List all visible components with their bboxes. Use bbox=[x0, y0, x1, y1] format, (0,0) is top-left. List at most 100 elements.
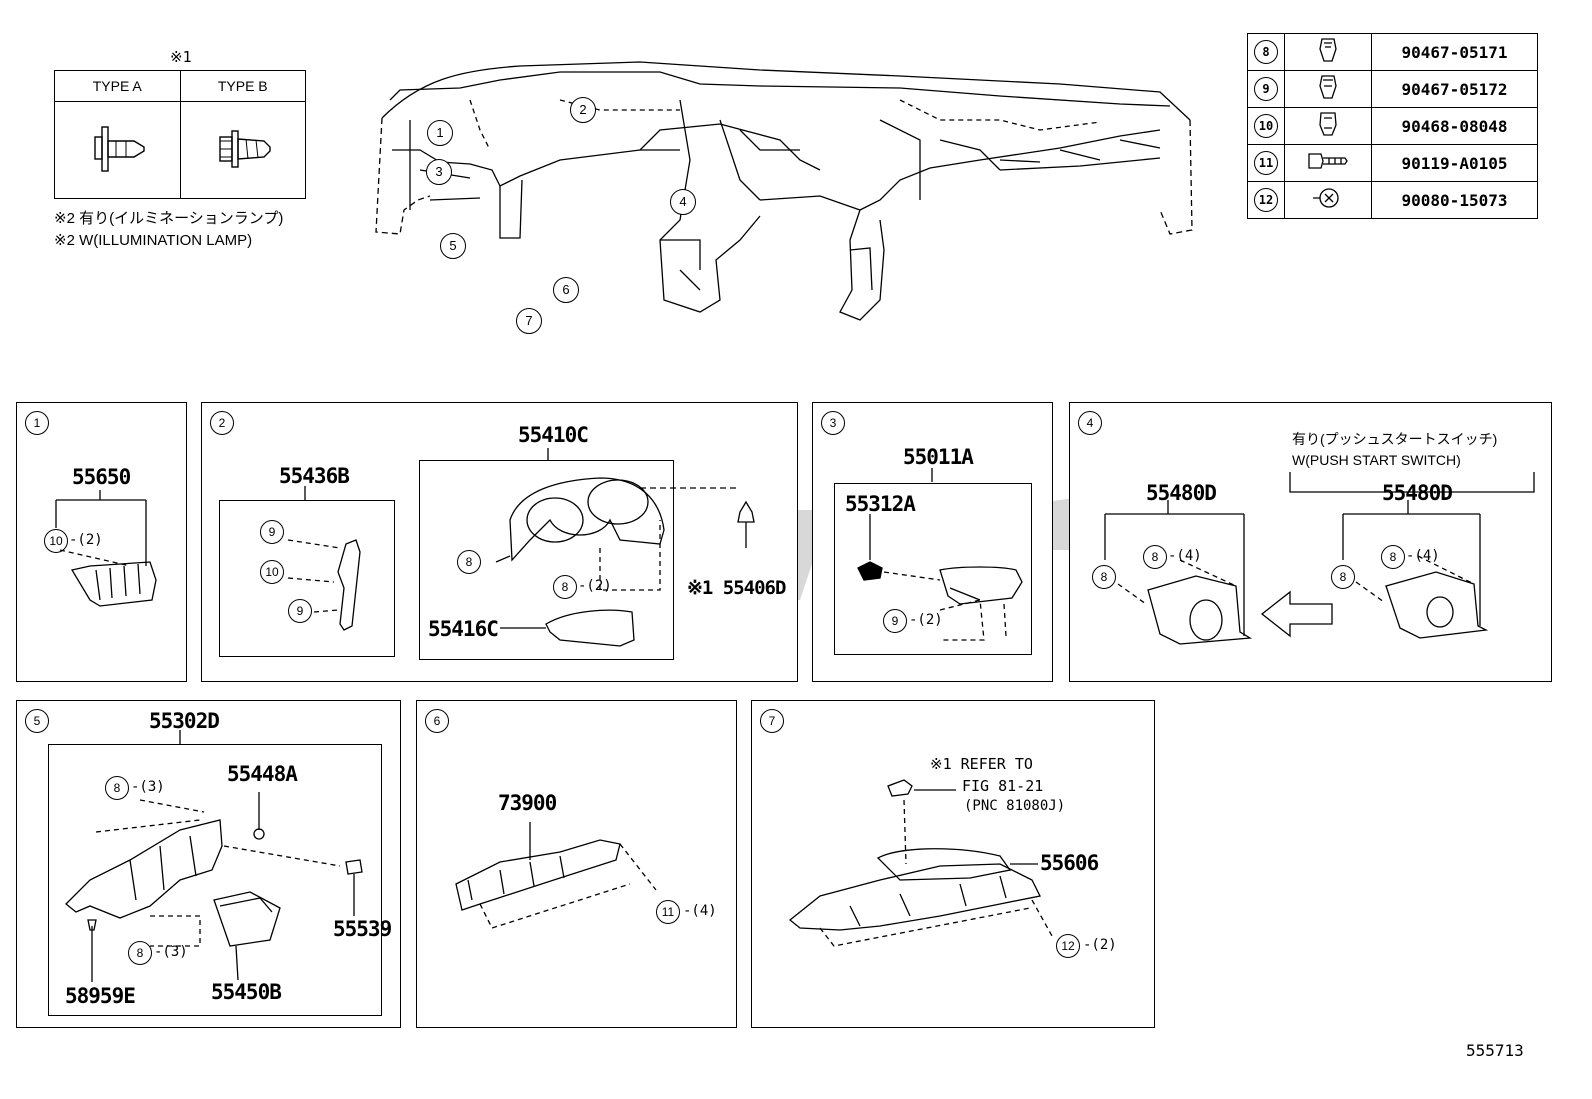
overview-callout-6: 6 bbox=[553, 277, 579, 303]
part-number-55011A: 55011A bbox=[903, 445, 974, 469]
callout-8: 8 bbox=[1381, 545, 1405, 569]
bolt-icon bbox=[1308, 153, 1348, 169]
panel-1: 1 55650 10 -(2) bbox=[16, 402, 187, 682]
part-number-55480D: 55480D bbox=[1382, 481, 1453, 505]
fastener-part: 90119-A0105 bbox=[1371, 144, 1538, 182]
bracket-subbox bbox=[219, 500, 395, 657]
type-a-clip-cell bbox=[54, 101, 181, 199]
callout-8: 8 bbox=[105, 776, 129, 800]
fastener-row: 10 90468-08048 bbox=[1247, 107, 1538, 145]
callout-8: 8 bbox=[457, 550, 481, 574]
push-clip-a-icon bbox=[94, 125, 145, 172]
overview-callout-3: 3 bbox=[426, 159, 452, 185]
callout-9: 9 bbox=[288, 599, 312, 623]
overview-callout-5: 5 bbox=[440, 233, 466, 259]
part-number-55448A: 55448A bbox=[227, 762, 298, 786]
overview-callout-7: 7 bbox=[516, 308, 542, 334]
panel-5: 5 55302D 55448A 8 -(3) 55539 8 -(3) 5895… bbox=[16, 700, 401, 1028]
panel-3: 3 55011A 55312A 9 -(2) bbox=[812, 402, 1053, 682]
overview-callout-2: 2 bbox=[570, 97, 596, 123]
quantity: -(3) bbox=[154, 944, 188, 960]
clip-icon bbox=[1319, 112, 1337, 136]
type-b-header: TYPE B bbox=[179, 70, 306, 102]
panel-number: 1 bbox=[25, 411, 49, 435]
push-clip-b-icon bbox=[219, 129, 271, 168]
type-a-header: TYPE A bbox=[54, 70, 181, 102]
part-number-55416C: 55416C bbox=[428, 617, 499, 641]
part-number-58959E: 58959E bbox=[65, 984, 136, 1008]
push-start-note-jp: 有り(プッシュスタートスイッチ) bbox=[1292, 431, 1498, 447]
part-number-55436B: 55436B bbox=[279, 464, 350, 488]
fastener-ref: 8 bbox=[1254, 40, 1278, 64]
panel-number: 6 bbox=[425, 709, 449, 733]
part-number-55406D: ※1 55406D bbox=[687, 577, 786, 599]
callout-8: 8 bbox=[128, 941, 152, 965]
type-table: TYPE A TYPE B bbox=[54, 70, 306, 199]
types-note-mark: ※1 bbox=[170, 48, 192, 66]
callout-10: 10 bbox=[260, 560, 284, 584]
callout-8: 8 bbox=[553, 575, 577, 599]
fastener-ref: 10 bbox=[1254, 114, 1278, 138]
quantity: -(4) bbox=[1406, 548, 1440, 564]
fastener-part: 90467-05172 bbox=[1371, 70, 1538, 108]
part-number-55480D: 55480D bbox=[1146, 481, 1217, 505]
callout-8: 8 bbox=[1331, 565, 1355, 589]
panel-number: 2 bbox=[210, 411, 234, 435]
panel-2: 2 55410C 55436B 9 10 9 8 8 -(2) ※1 55406… bbox=[201, 402, 798, 682]
callout-8: 8 bbox=[1143, 545, 1167, 569]
quantity: -(4) bbox=[1168, 548, 1202, 564]
callout-10: 10 bbox=[44, 529, 68, 553]
fastener-row: 11 90119-A0105 bbox=[1247, 144, 1538, 182]
part-number-55410C: 55410C bbox=[518, 423, 589, 447]
quantity: -(2) bbox=[1083, 937, 1117, 953]
panel-4: 4 有り(プッシュスタートスイッチ) W(PUSH START SWITCH) … bbox=[1069, 402, 1552, 682]
illumination-note-jp: ※2 有り(イルミネーションランプ) bbox=[54, 210, 284, 227]
push-start-note-en: W(PUSH START SWITCH) bbox=[1292, 452, 1461, 468]
refer-note-line3: (PNC 81080J) bbox=[964, 798, 1066, 814]
panel-number: 7 bbox=[760, 709, 784, 733]
quantity: -(2) bbox=[578, 578, 612, 594]
panel-number: 3 bbox=[821, 411, 845, 435]
part-number-55302D: 55302D bbox=[149, 709, 220, 733]
clip-icon bbox=[1319, 75, 1337, 99]
callout-11: 11 bbox=[656, 900, 680, 924]
quantity: -(2) bbox=[69, 532, 103, 548]
fastener-table: 8 90467-05171 9 90467-05172 10 90468-080… bbox=[1247, 33, 1538, 219]
quantity: -(2) bbox=[909, 612, 943, 628]
part-number-55312A: 55312A bbox=[845, 492, 916, 516]
callout-12: 12 bbox=[1056, 934, 1080, 958]
refer-note-line2: FIG 81-21 bbox=[962, 777, 1044, 795]
part-number-55606: 55606 bbox=[1040, 851, 1099, 875]
type-b-clip-cell bbox=[179, 101, 306, 199]
fastener-part: 90467-05171 bbox=[1371, 33, 1538, 71]
subbox bbox=[48, 744, 382, 1016]
refer-note-line1: ※1 REFER TO bbox=[930, 755, 1033, 773]
overview-callout-1: 1 bbox=[427, 120, 453, 146]
panel-number: 5 bbox=[25, 709, 49, 733]
fastener-ref: 11 bbox=[1254, 151, 1278, 175]
overview-callout-4: 4 bbox=[670, 189, 696, 215]
figure-code: 555713 bbox=[1466, 1041, 1524, 1060]
fastener-row: 8 90467-05171 bbox=[1247, 33, 1538, 71]
quantity: -(4) bbox=[683, 903, 717, 919]
callout-9: 9 bbox=[883, 609, 907, 633]
clip-icon bbox=[1319, 38, 1337, 62]
illumination-note-en: ※2 W(ILLUMINATION LAMP) bbox=[54, 232, 253, 249]
part-number-55450B: 55450B bbox=[211, 980, 282, 1004]
subbox bbox=[834, 483, 1032, 655]
part-number-55539: 55539 bbox=[333, 917, 392, 941]
screw-icon bbox=[1313, 188, 1339, 208]
fastener-part: 90468-08048 bbox=[1371, 107, 1538, 145]
panel-number: 4 bbox=[1078, 411, 1102, 435]
fastener-ref: 12 bbox=[1254, 188, 1278, 212]
fastener-ref: 9 bbox=[1254, 77, 1278, 101]
fastener-part: 90080-15073 bbox=[1371, 181, 1538, 219]
part-number-55650: 55650 bbox=[72, 465, 131, 489]
fastener-row: 9 90467-05172 bbox=[1247, 70, 1538, 108]
panel-6: 6 73900 11 -(4) bbox=[416, 700, 737, 1028]
callout-8: 8 bbox=[1092, 565, 1116, 589]
fastener-row: 12 90080-15073 bbox=[1247, 181, 1538, 219]
callout-9: 9 bbox=[260, 520, 284, 544]
quantity: -(3) bbox=[131, 779, 165, 795]
part-number-73900: 73900 bbox=[498, 791, 557, 815]
